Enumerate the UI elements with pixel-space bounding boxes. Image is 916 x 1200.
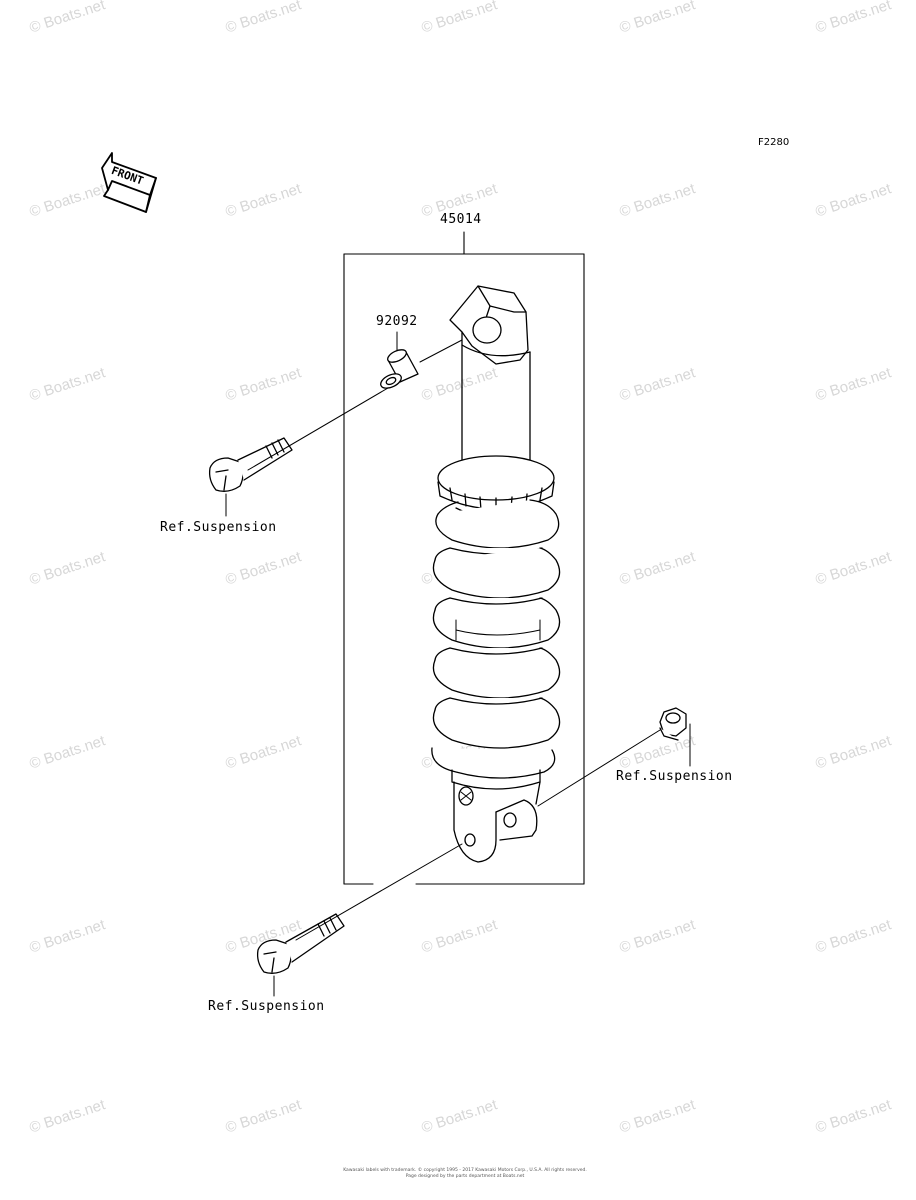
bushing-part — [380, 331, 419, 389]
coil-spring — [431, 499, 561, 779]
assembly-bracket — [343, 231, 585, 885]
callout-ref-nut[interactable]: Ref.Suspension — [616, 769, 733, 784]
shock-lower-clevis — [451, 769, 541, 863]
copyright-footer: Kawasaki labels with trademark. © copyri… — [300, 1168, 630, 1180]
footer-line: Kawasaki labels with trademark. © copyri… — [343, 1168, 587, 1173]
callout-shock-absorber[interactable]: 45014 — [440, 212, 482, 227]
callout-bushing[interactable]: 92092 — [376, 314, 418, 329]
figure-code: F2280 — [758, 137, 790, 148]
lower-bolt-part — [256, 913, 345, 974]
callout-ref-lower-bolt[interactable]: Ref.Suspension — [208, 999, 325, 1014]
flange-nut-part — [659, 707, 687, 741]
callout-ref-upper-bolt[interactable]: Ref.Suspension — [160, 520, 277, 535]
footer-line: Page designed by the parts department at… — [405, 1174, 525, 1179]
upper-bolt-part — [208, 437, 293, 492]
assembly-lines — [225, 339, 691, 997]
shock-top-eye — [449, 285, 531, 365]
front-arrow-icon: FRONT — [101, 152, 157, 213]
